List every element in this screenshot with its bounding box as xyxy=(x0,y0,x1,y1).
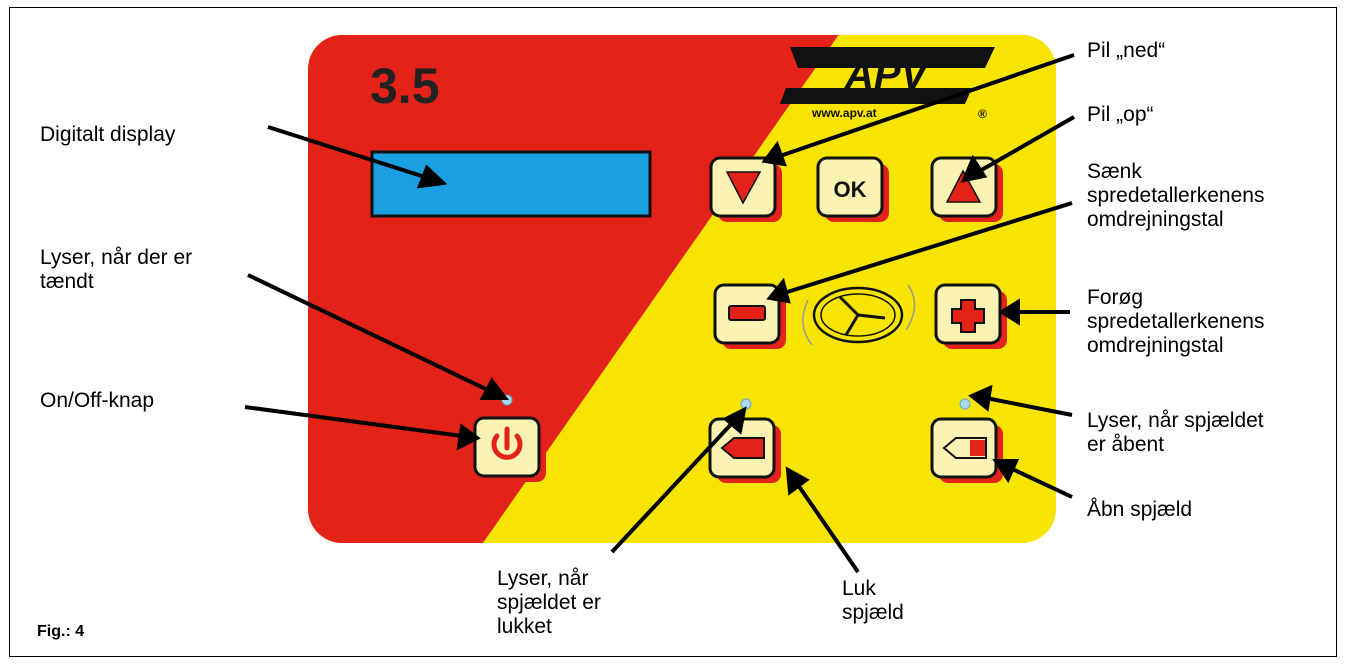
increase-speed-callout: Forøg spredetallerkenens omdrejningstal xyxy=(1087,286,1264,358)
increase-speed-button[interactable] xyxy=(934,283,1007,349)
increase-speed-callout-line: Forøg xyxy=(1087,286,1144,309)
callout-arrows xyxy=(244,53,1075,574)
closed-light-callout-line: spjældet er xyxy=(497,591,601,614)
close-shutter-callout-line: Luk xyxy=(842,577,876,600)
plus-icon xyxy=(951,299,985,333)
arrow-up-icon xyxy=(945,169,982,203)
figure-label: Fig.: 4 xyxy=(37,623,85,640)
close-shutter-callout-line: spjæld xyxy=(842,601,904,624)
shutter-closed-icon xyxy=(720,437,765,459)
open-shutter-callout: Åbn spjæld xyxy=(1087,498,1193,521)
power-light-callout: Lyser, når der er tændt xyxy=(40,246,192,294)
open-light-callout-line: er åbent xyxy=(1087,433,1165,456)
decrease-speed-callout: Sænk spredetallerkenens omdrejningstal xyxy=(1087,160,1264,232)
power-light-callout-line: Lyser, når der er xyxy=(40,246,193,269)
apv-logo: APV www.apv.at ® xyxy=(780,47,995,121)
open-light-callout: Lyser, når spjældet er åbent xyxy=(1087,409,1264,457)
shutter-open-icon xyxy=(942,437,987,459)
close-shutter-button[interactable] xyxy=(708,417,781,483)
decrease-speed-button[interactable] xyxy=(713,283,786,349)
spreader-disc-icon xyxy=(802,284,916,346)
closed-light-callout: Lyser, når spjældet er lukket xyxy=(497,567,601,639)
power-light-callout-line: tændt xyxy=(40,270,94,293)
decrease-speed-callout-line: Sænk xyxy=(1087,160,1142,183)
power-icon xyxy=(491,426,523,460)
figure-frame xyxy=(9,7,1337,657)
arrow-down-icon xyxy=(725,171,762,205)
on-off-callout: On/Off-knap xyxy=(40,389,155,412)
digital-display-callout: Digitalt display xyxy=(40,123,176,146)
arrow-up-callout: Pil „op“ xyxy=(1087,103,1154,126)
increase-speed-callout-line: omdrejningstal xyxy=(1087,334,1224,357)
shutter-open-indicator-led xyxy=(959,398,971,410)
arrow-down-callout: Pil „ned“ xyxy=(1087,39,1166,62)
arrow-down-button[interactable] xyxy=(709,156,782,222)
decrease-speed-callout-line: spredetallerkenens xyxy=(1087,184,1265,207)
ok-button[interactable]: OK xyxy=(816,156,889,222)
closed-light-callout-line: Lyser, når xyxy=(497,567,589,590)
open-light-callout-line: Lyser, når spjældet xyxy=(1087,409,1264,432)
minus-icon xyxy=(728,305,766,321)
decrease-speed-callout-line: omdrejningstal xyxy=(1087,208,1224,231)
logo-registered-mark: ® xyxy=(978,107,987,121)
logo-url-text: www.apv.at xyxy=(811,106,877,120)
increase-speed-callout-line: spredetallerkenens xyxy=(1087,310,1265,333)
closed-light-callout-line: lukket xyxy=(497,615,552,638)
digital-display xyxy=(370,150,652,218)
model-number: 3.5 xyxy=(370,58,440,114)
logo-brand-text: APV xyxy=(844,53,931,97)
ok-label: OK xyxy=(834,177,867,202)
open-shutter-button[interactable] xyxy=(930,417,1003,483)
on-off-button[interactable] xyxy=(473,416,546,482)
close-shutter-callout: Luk spjæld xyxy=(842,577,904,625)
